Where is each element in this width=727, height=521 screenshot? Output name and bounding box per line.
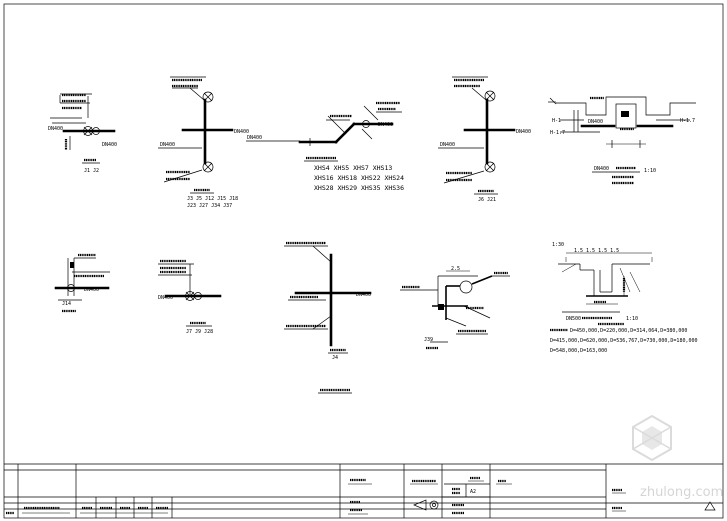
detail-valve-j1-j2: DN400 DN400 J1 J2 <box>48 93 117 174</box>
label-sheet-size: A2 <box>470 489 476 495</box>
label-j6-j21: J6 J21 <box>478 197 496 203</box>
label-j-list-1: J3 J5 J12 J15 J18 <box>187 196 238 202</box>
label-scale-1: 1:10 <box>644 168 656 174</box>
label-dim-1-30: 1:30 <box>552 242 564 248</box>
detail-valve-j7-j9-j28: DN400 J7 J9 J28 <box>158 259 222 335</box>
label-dn400-in: DN400 <box>588 119 603 125</box>
label-xhs-row1: XHS4 XHS5 XHS7 XHS13 <box>314 164 392 172</box>
watermark-text: zhulong.com <box>640 485 723 500</box>
detail-tee-j3-j37: DN400 DN400 J3 J5 J12 J15 J18 J23 J27 J3… <box>158 76 249 209</box>
label-j7-j9-j28: J7 J9 J28 <box>186 329 213 335</box>
label-dn500: DN500 <box>566 316 581 322</box>
projection-symbol <box>413 499 439 511</box>
label-dn400: DN400 <box>158 295 173 301</box>
label-dn400-pipe: DN400 <box>247 135 262 141</box>
label-dn400: DN400 <box>48 126 63 132</box>
label-j14: J14 <box>62 301 71 307</box>
label-dn400-left: DN400 <box>160 142 175 148</box>
formula-line-1: D=450,000,D=220,000,D=314,064,D=380,000 <box>570 328 687 334</box>
detail-offset-xhs: DN400 DN400 XHS4 XHS5 XHS7 XHS13 XHS16 X… <box>246 101 404 192</box>
formula-line-3: D=548,000,D=163,000 <box>550 348 607 354</box>
label-dn400-detail: DN400 <box>594 166 609 172</box>
drawing-border <box>3 3 724 519</box>
label-dn400-right: DN400 <box>234 129 249 135</box>
detail-tee-j6-j21: DN400 DN400 J6 J21 <box>438 76 531 203</box>
label-dim-row: 1.5 1.5 1.5 1.5 <box>574 248 619 254</box>
revision-triangle-icon <box>704 501 716 511</box>
label-j39: J39 <box>424 337 433 343</box>
detail-j14: DN400 J14 <box>54 253 110 313</box>
label-scale-2: 1:10 <box>626 316 638 322</box>
title-block: A2 <box>4 463 723 518</box>
detail-chamber-section: H-1 H-1.7 H-1.7 DN400 DN400 1:10 <box>548 96 696 185</box>
label-dn400-right: DN400 <box>516 129 531 135</box>
watermark: zhulong.com <box>632 414 723 500</box>
detail-cross: DN400 J4 <box>284 241 372 394</box>
label-j-list-2: J23 J27 J34 J37 <box>187 203 232 209</box>
label-h-3: H-1.7 <box>680 118 695 124</box>
label-h-1: H-1 <box>552 118 561 124</box>
label-xhs-row3: XHS28 XHS29 XHS35 XHS36 <box>314 184 404 192</box>
label-h-2: H-1.7 <box>550 130 565 136</box>
label-dn400: DN400 <box>356 292 371 298</box>
label-dn400-left: DN400 <box>440 142 455 148</box>
label-j1-j2: J1 J2 <box>84 168 99 174</box>
label-xhs-row2: XHS16 XHS18 XHS22 XHS24 <box>314 174 404 182</box>
watermark-logo-icon <box>632 414 672 462</box>
label-j4: J4 <box>332 355 338 361</box>
label-dim-2-5: 2.5 <box>451 266 460 272</box>
detail-plan-j39: 2.5 J39 <box>400 266 510 350</box>
label-dn400: DN400 <box>84 287 99 293</box>
formula-line-2: D=415,000,D=620,000,D=536,767,D=730,000,… <box>550 338 698 344</box>
label-pipe-end: DN400 <box>378 122 393 128</box>
detail-dn500-section: 1:30 1.5 1.5 1.5 1.5 DN500 1:10 D=450,00… <box>550 242 698 354</box>
label-dn400-right: DN400 <box>102 142 117 148</box>
